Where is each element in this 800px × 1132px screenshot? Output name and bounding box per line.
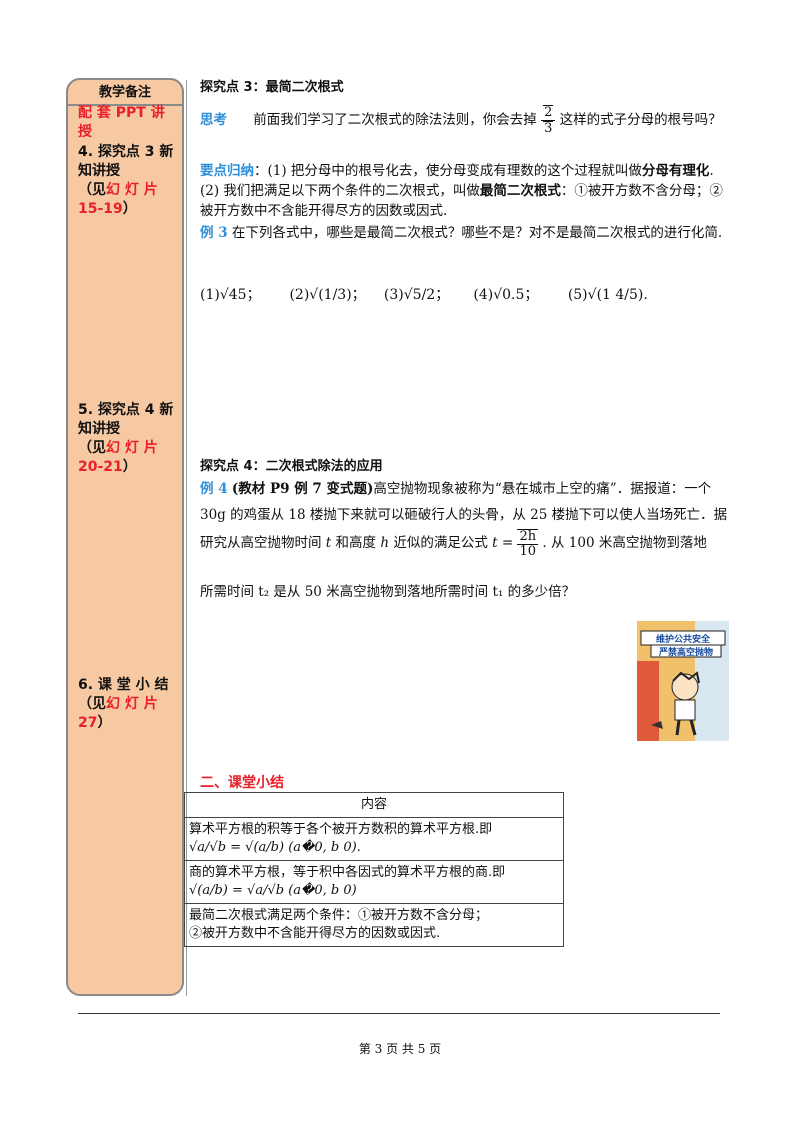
example3-item-5: (5)√(1 4/5).: [567, 287, 648, 303]
table-row: 商的算术平方根，等于积中各因式的算术平方根的商.即 √(a/b) = √a/√b…: [184, 860, 564, 904]
sidebar-note-point4: 5. 探究点 4 新知讲授 （见幻 灯 片 20-21）: [78, 401, 178, 477]
example4-line3c: 近似的满足公式: [393, 535, 488, 551]
var-t: t: [325, 535, 332, 551]
sidebar-header: 教学备注: [66, 78, 184, 106]
example4-line2: 30g 的鸡蛋从 18 楼抛下来就可以砸破行人的头骨，从 25 楼抛下可以使人当…: [200, 507, 728, 523]
key-summary-bold-a: 分母有理化: [641, 163, 710, 179]
summary-row-product-formula: √a/√b = √(a/b) (a�0, b 0).: [189, 840, 361, 855]
summary-row-product: 算术平方根的积等于各个被开方数积的算术平方根.即 √a/√b = √(a/b) …: [184, 817, 564, 861]
think-label: 思考: [200, 112, 227, 128]
formula-fraction: 2h 10: [517, 528, 539, 559]
example4-line3a: 研究从高空抛物时间: [200, 535, 322, 551]
section3-title: 探究点 3：最简二次根式: [200, 80, 344, 95]
sidebar-note-point4-slides: 幻 灯 片 20-21: [78, 440, 158, 475]
example3-text: 在下列各式中，哪些是最简二次根式？哪些不是？对不是最简二次根式的进行化简.: [231, 225, 723, 241]
no-throwing-poster-image: 维护公共安全 严禁高空抛物: [637, 621, 729, 741]
key-summary-bold-b: 最简二次根式: [479, 183, 561, 199]
summary-row-simplest-text-a: 最简二次根式满足两个条件：①被开方数不含分母；: [189, 908, 489, 923]
example3-label: 例 3: [200, 225, 228, 241]
example4-line3b: 和高度: [335, 535, 377, 551]
table-row: 内容: [184, 792, 564, 818]
example4-line3d: . 从 100 米高空抛物到落地: [542, 535, 707, 551]
sidebar-note-point3-close: ）: [122, 201, 137, 217]
sidebar-note-point3-see: （见: [78, 182, 106, 198]
summary-row-simplest: 最简二次根式满足两个条件：①被开方数不含分母； ②被开方数中不含能开得尽方的因数…: [184, 903, 564, 947]
think-fraction: 2 3: [541, 105, 556, 136]
classroom-summary-title: 二、课堂小结: [200, 775, 284, 791]
sidebar-note-point3-label: 4. 探究点 3 新知讲授: [78, 144, 174, 179]
sidebar-note-ppt: 配 套 PPT 讲授: [78, 105, 165, 140]
example4-line4: 所需时间 t₂ 是从 50 米高空抛物到落地所需时间 t₁ 的多少倍？: [200, 584, 576, 600]
summary-row-simplest-text-b: ②被开方数中不含能开得尽方的因数或因式.: [189, 926, 441, 941]
sidebar-note-summary-label: 6. 课 堂 小 结: [78, 677, 169, 693]
poster-title-1: 维护公共安全: [655, 635, 710, 645]
sidebar-note-summary-see: （见: [78, 696, 106, 712]
poster-title-2: 严禁高空抛物: [658, 648, 713, 658]
summary-row-product-text: 算术平方根的积等于各个被开方数积的算术平方根.即: [189, 822, 493, 837]
key-summary-label: 要点归纳: [200, 163, 254, 179]
example4-label: 例 4: [200, 481, 228, 497]
example3-items: (1)√45； (2)√(1/3)； (3)√5/2； (4)√0.5； (5)…: [200, 285, 740, 305]
think-text-a: 前面我们学习了二次根式的除法法则，你会去掉: [253, 112, 537, 128]
summary-row-quotient-text: 商的算术平方根，等于积中各因式的算术平方根的商.即: [189, 865, 506, 880]
table-row: 最简二次根式满足两个条件：①被开方数不含分母； ②被开方数中不含能开得尽方的因数…: [184, 903, 564, 947]
column-divider: [186, 80, 187, 996]
teaching-notes-sidebar: [66, 78, 184, 996]
sidebar-note-point4-close: ）: [122, 459, 137, 475]
example3-item-2: (2)√(1/3)；: [289, 287, 366, 303]
key-summary: 要点归纳：(1) 把分母中的根号化去，使分母变成有理数的这个过程就叫做分母有理化…: [200, 163, 723, 219]
formula-den: 10: [519, 543, 537, 559]
think-paragraph: 思考 前面我们学习了二次根式的除法法则，你会去掉 2 3 这样的式子分母的根号吗…: [200, 105, 740, 136]
section4-title: 探究点 4：二次根式除法的应用: [200, 459, 383, 474]
example3-item-1: (1)√45；: [200, 287, 261, 303]
page-number: 第 3 页 共 5 页: [358, 1042, 442, 1056]
summary-table-header: 内容: [184, 792, 564, 818]
sidebar-note-point4-label: 5. 探究点 4 新知讲授: [78, 402, 174, 437]
key-summary-text-c: ：①被开方数不含分母；②被开方数中不含能开得尽方的因数或因式.: [200, 183, 723, 219]
think-text-b: 这样的式子分母的根号吗？: [559, 112, 722, 128]
sidebar-note-summary: 6. 课 堂 小 结 （见幻 灯 片 27）: [78, 676, 178, 733]
footer-divider: [78, 1013, 720, 1014]
example3-item-4: (4)√0.5；: [473, 287, 539, 303]
example4-formula-line: 研究从高空抛物时间 t 和高度 h 近似的满足公式 t = 2h 10 . 从 …: [200, 525, 740, 561]
key-summary-text-a: ：(1) 把分母中的根号化去，使分母变成有理数的这个过程就叫做: [254, 163, 642, 179]
sidebar-note-point4-see: （见: [78, 440, 106, 456]
example4: 例 4 (教材 P9 例 7 变式题)高空抛物现象被称为“悬在城市上空的痛”．据…: [200, 476, 730, 528]
table-row: 算术平方根的积等于各个被开方数积的算术平方根.即 √a/√b = √(a/b) …: [184, 817, 564, 861]
key-summary-text-b: (2) 我们把满足以下两个条件的二次根式，叫做: [200, 183, 480, 199]
var-h: h: [380, 535, 390, 551]
example3-item-3: (3)√5/2；: [383, 287, 450, 303]
summary-table: 内容 算术平方根的积等于各个被开方数积的算术平方根.即 √a/√b = √(a/…: [184, 792, 564, 947]
sidebar-note-point3-slides: 幻 灯 片 15-19: [78, 182, 158, 217]
example4-source: (教材 P9 例 7 变式题): [231, 481, 374, 497]
sidebar-note-summary-close: ）: [97, 715, 112, 731]
formula-num: 2h: [517, 528, 539, 545]
formula-lhs: t =: [492, 535, 514, 551]
example4-line1: 高空抛物现象被称为“悬在城市上空的痛”．据报道：一个: [373, 481, 712, 497]
sidebar-note-summary-slides: 幻 灯 片 27: [78, 696, 158, 731]
example3: 例 3 在下列各式中，哪些是最简二次根式？哪些不是？对不是最简二次根式的进行化简…: [200, 223, 730, 243]
sidebar-note-point3: 4. 探究点 3 新知讲授 （见幻 灯 片 15-19）: [78, 143, 178, 219]
summary-row-quotient: 商的算术平方根，等于积中各因式的算术平方根的商.即 √(a/b) = √a/√b…: [184, 860, 564, 904]
poster-illustration: [637, 621, 729, 741]
summary-row-quotient-formula: √(a/b) = √a/√b (a�0, b 0): [189, 883, 357, 898]
